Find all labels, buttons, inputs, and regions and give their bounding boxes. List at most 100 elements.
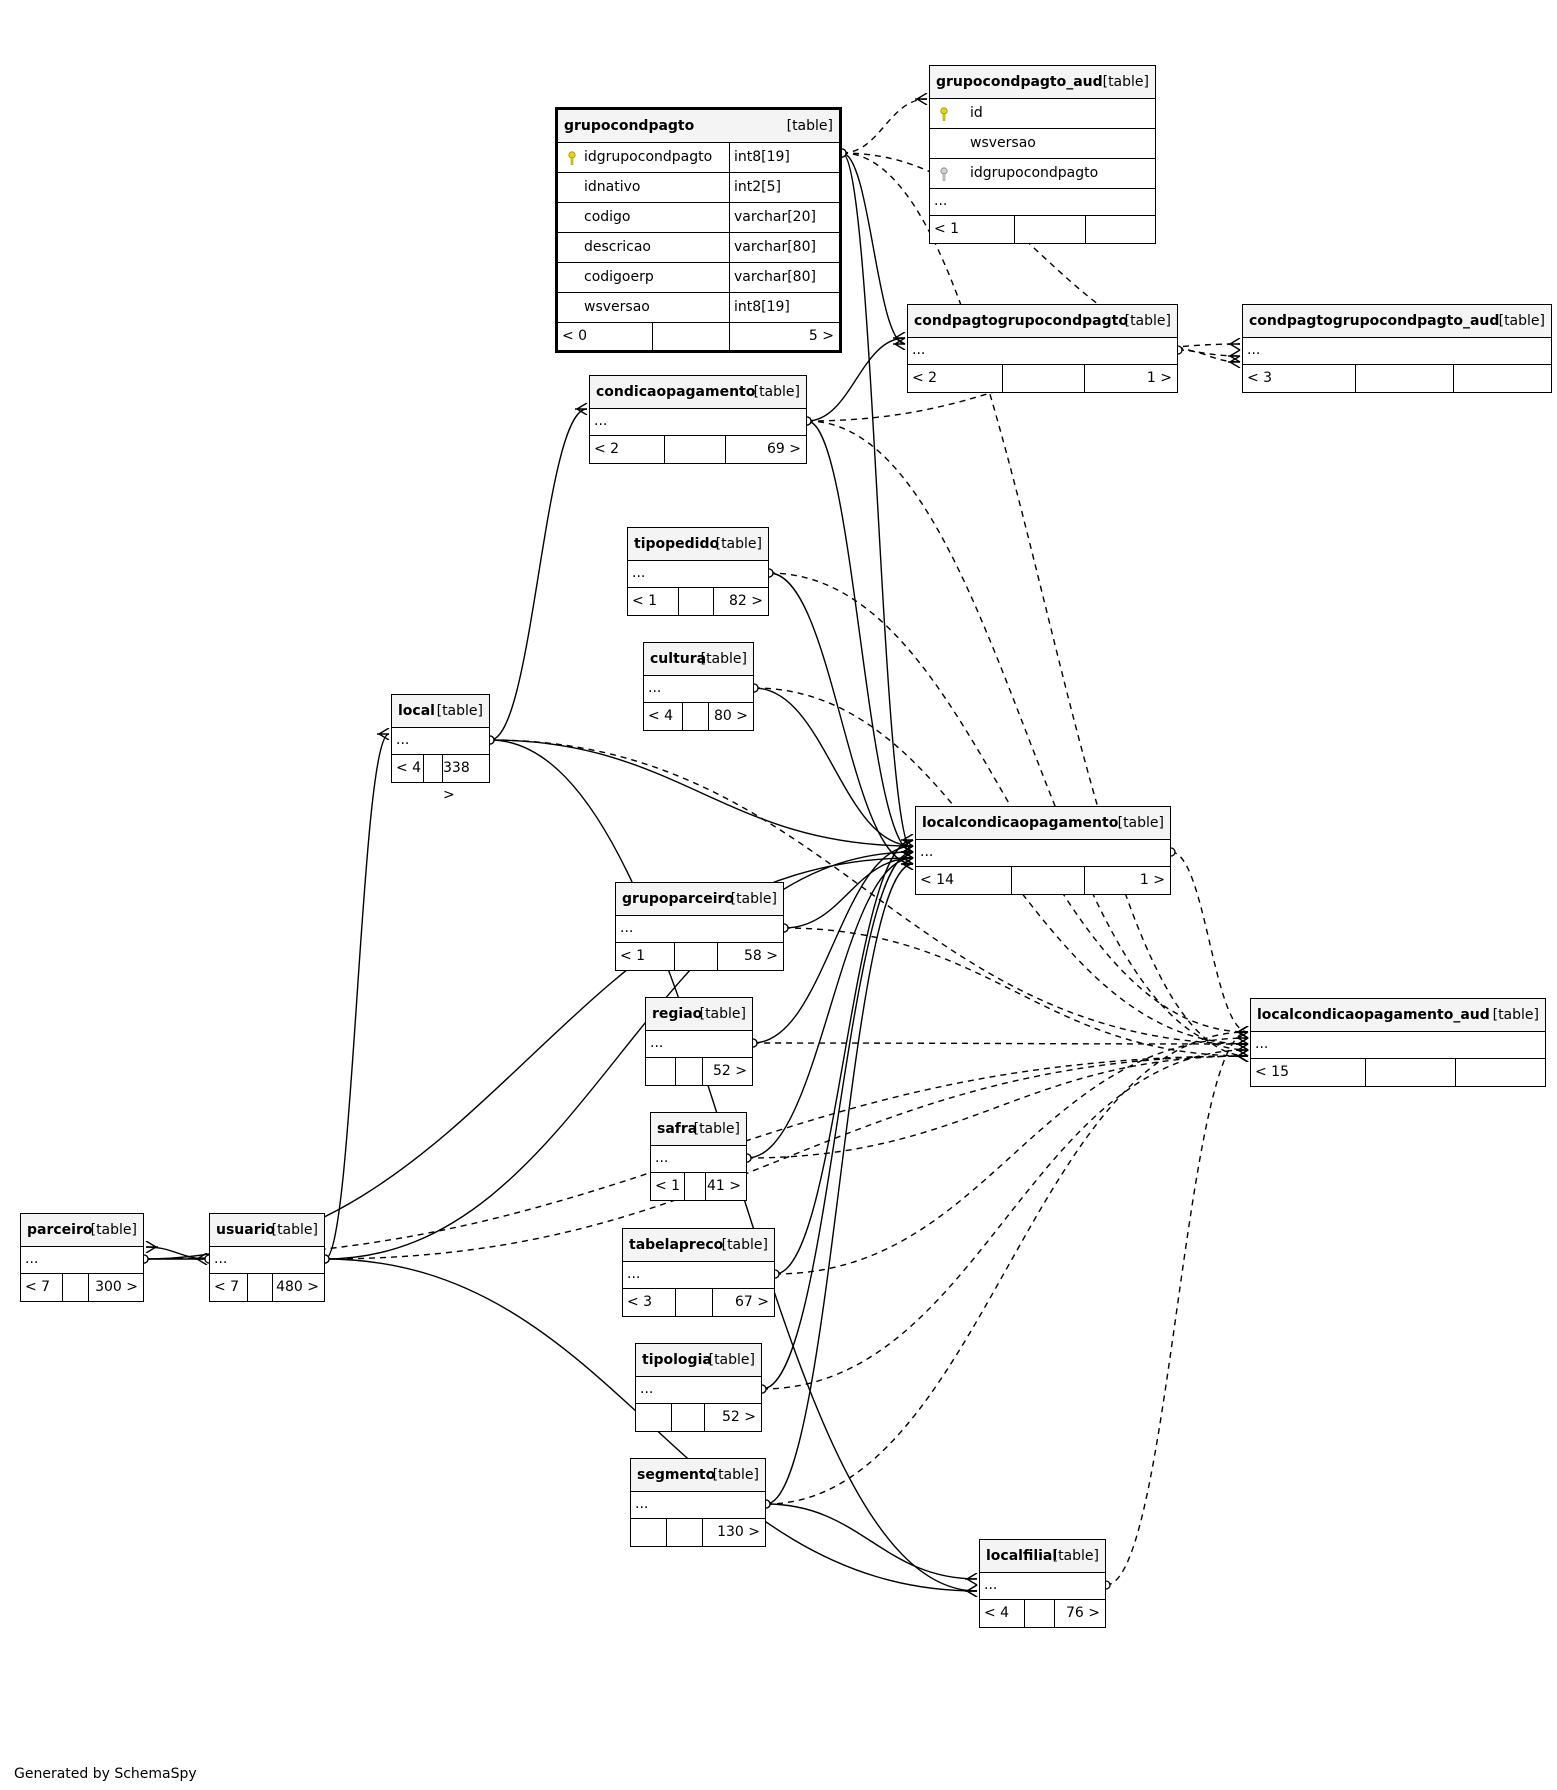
table-footer: < 4 338 > <box>392 755 489 803</box>
child-count: 80 > <box>714 708 748 724</box>
table-cultura[interactable]: cultura[table] ... < 4 80 > <box>643 642 754 731</box>
table-footer: < 7 480 > <box>210 1274 324 1301</box>
table-grupoparceiro[interactable]: grupoparceiro[table] ... < 1 58 > <box>615 882 784 971</box>
relationship-edge <box>490 409 587 740</box>
column-type: int2[5] <box>729 173 781 202</box>
table-footer: 52 > <box>636 1404 761 1431</box>
column-row: idgrupocondpagto int8[19] <box>558 143 839 173</box>
table-condpagtogrupocondpagto-aud[interactable]: condpagtogrupocondpagto_aud[table] ... <… <box>1242 304 1552 393</box>
relationship-edge <box>766 864 913 1504</box>
table-type-label: [table] <box>1117 815 1164 831</box>
table-name: grupoparceiro <box>622 891 735 907</box>
table-footer: < 3 <box>1243 365 1551 392</box>
table-safra[interactable]: safra[table] ... < 1 41 > <box>650 1112 747 1201</box>
table-condicaopagamento[interactable]: condicaopagamento[table] ... < 2 69 > <box>589 375 807 464</box>
columns-ellipsis: ... <box>636 1377 761 1404</box>
column-row: idgrupocondpagto <box>930 159 1155 189</box>
parent-count: < 15 <box>1255 1064 1289 1080</box>
relationship-edge <box>769 573 1248 1032</box>
column-row: wsversao int8[19] <box>558 293 839 323</box>
parent-count: < 3 <box>627 1294 653 1310</box>
columns-ellipsis: ... <box>21 1247 143 1274</box>
table-grupocondpagto-aud[interactable]: grupocondpagto_aud[table] id wsversao id… <box>929 65 1156 244</box>
table-segmento[interactable]: segmento[table] ... 130 > <box>630 1458 766 1547</box>
column-row: codigoerp varchar[80] <box>558 263 839 293</box>
table-footer: < 1 82 > <box>628 588 768 615</box>
column-name: idnativo <box>584 179 641 195</box>
column-name: idgrupocondpagto <box>584 149 713 165</box>
column-name: id <box>970 105 983 121</box>
table-footer: 52 > <box>646 1058 752 1085</box>
relationship-edge <box>144 858 913 1259</box>
table-type-label: [table] <box>753 384 800 400</box>
column-row: id <box>930 99 1155 129</box>
parent-count: < 1 <box>655 1178 681 1194</box>
child-count: 5 > <box>808 328 834 344</box>
table-type-label: [table] <box>786 118 833 134</box>
table-parceiro[interactable]: parceiro[table] ... < 7 300 > <box>20 1213 144 1302</box>
parent-count: < 1 <box>620 948 646 964</box>
table-name: parceiro <box>27 1222 93 1238</box>
table-type-label: [table] <box>708 1352 755 1368</box>
table-name: segmento <box>637 1467 716 1483</box>
table-type-label: [table] <box>721 1237 768 1253</box>
table-name: condpagtogrupocondpagto <box>914 313 1128 329</box>
table-type-label: [table] <box>730 891 777 907</box>
table-footer: < 1 58 > <box>616 943 783 970</box>
table-localcondicaopagamento-aud[interactable]: localcondicaopagamento_aud[table] ... < … <box>1250 998 1546 1087</box>
child-count: 1 > <box>1139 872 1165 888</box>
primary-key-icon <box>940 107 948 121</box>
table-localcondicaopagamento[interactable]: localcondicaopagamento[table] ... < 14 1… <box>915 806 1171 895</box>
relationship-edge <box>1178 350 1240 362</box>
relationship-edge <box>754 688 913 846</box>
table-type-label: [table] <box>712 1467 759 1483</box>
table-type-label: [table] <box>715 536 762 552</box>
parent-count: < 2 <box>594 441 620 457</box>
parent-count: < 7 <box>25 1279 51 1295</box>
table-condpagtogrupocondpagto[interactable]: condpagtogrupocondpagto[table] ... < 2 1… <box>907 304 1178 393</box>
columns-ellipsis: ... <box>1251 1032 1545 1059</box>
table-footer: < 4 76 > <box>980 1600 1105 1627</box>
table-grupocondpagto[interactable]: grupocondpagto[table] idgrupocondpagto i… <box>555 107 842 353</box>
parent-count: < 1 <box>632 593 658 609</box>
relationship-edge <box>842 153 914 852</box>
table-usuario[interactable]: usuario[table] ... < 7 480 > <box>209 1213 325 1302</box>
table-regiao[interactable]: regiao[table] ... 52 > <box>645 997 753 1086</box>
child-count: 52 > <box>713 1063 747 1079</box>
relationship-edge <box>842 99 927 153</box>
columns-ellipsis: ... <box>1243 338 1551 365</box>
table-type-label: [table] <box>271 1222 318 1238</box>
relationship-edge <box>325 734 389 1259</box>
columns-ellipsis: ... <box>628 561 768 588</box>
columns-ellipsis: ... <box>908 338 1177 365</box>
table-name: tipopedido <box>634 536 720 552</box>
table-local[interactable]: local[table] ... < 4 338 > <box>391 694 490 803</box>
columns-ellipsis: ... <box>590 409 806 436</box>
table-name: tipologia <box>642 1352 712 1368</box>
table-type-label: [table] <box>90 1222 137 1238</box>
parent-count: < 2 <box>912 370 938 386</box>
table-type-label: [table] <box>1124 313 1171 329</box>
table-name: condpagtogrupocondpagto_aud <box>1249 313 1500 329</box>
table-tipologia[interactable]: tipologia[table] ... 52 > <box>635 1343 762 1432</box>
table-localfilial[interactable]: localfilial[table] ... < 4 76 > <box>979 1539 1106 1628</box>
relationship-edge <box>842 153 1248 1056</box>
column-type: int8[19] <box>729 143 790 172</box>
columns-ellipsis: ... <box>631 1492 765 1519</box>
column-row: descricao varchar[80] <box>558 233 839 263</box>
child-count: 338 > <box>443 760 470 803</box>
child-count: 41 > <box>707 1178 741 1194</box>
child-count: 82 > <box>729 593 763 609</box>
columns-ellipsis: ... <box>930 189 1155 216</box>
child-count: 130 > <box>717 1524 760 1540</box>
table-tipopedido[interactable]: tipopedido[table] ... < 1 82 > <box>627 527 769 616</box>
parent-count: < 4 <box>648 708 674 724</box>
table-type-label: [table] <box>1102 74 1149 90</box>
column-name: wsversao <box>970 135 1036 151</box>
relationship-edge <box>747 1056 1248 1158</box>
table-tabelapreco[interactable]: tabelapreco[table] ... < 3 67 > <box>622 1228 775 1317</box>
table-name: grupocondpagto_aud <box>936 74 1103 90</box>
child-count: 76 > <box>1066 1605 1100 1621</box>
column-name: codigoerp <box>584 269 654 285</box>
